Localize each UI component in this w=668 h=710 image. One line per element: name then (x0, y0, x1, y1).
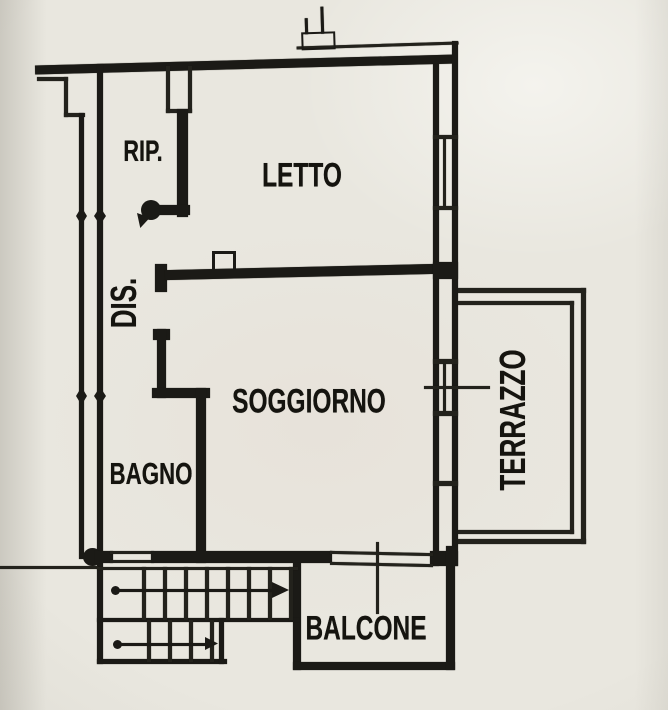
balcony-door-jamb-line (376, 542, 379, 614)
stair-tread (289, 567, 293, 620)
wall-junction-block (433, 262, 458, 279)
room-label-soggiorno: SOGGIORNO (232, 382, 386, 421)
balcony-wall-right (446, 546, 455, 670)
room-label-dis: DIS. (103, 277, 144, 329)
terrace-outer-top (458, 288, 586, 293)
terrace-inner-bottom (458, 530, 574, 534)
wall-left-top-ledge (37, 77, 68, 81)
mid-wall (164, 263, 437, 281)
room-label-balcone: BALCONE (305, 609, 427, 648)
stairs-bottom-edge (97, 659, 227, 664)
roof-line-group (295, 0, 459, 57)
window-glass-line (443, 139, 446, 206)
stair-direction-arrow (117, 643, 209, 646)
chimney-tick-left (304, 18, 309, 35)
room-label-rip: RIP. (123, 135, 163, 168)
bagno-wall-top (152, 388, 210, 398)
wall-right-inner (433, 64, 439, 566)
door-jamb-mark (94, 387, 106, 405)
wall-left-step-vertical (64, 77, 68, 117)
stair-tread (247, 567, 251, 620)
window-divider (433, 206, 458, 210)
terrace-door-threshold (424, 386, 490, 389)
balcony-door-wall-inner (329, 561, 434, 568)
stair-tread (147, 620, 151, 662)
stair-arrow-head-icon (272, 582, 289, 598)
door-jamb-mark (76, 207, 87, 225)
balcony-door-wall-outer (329, 550, 434, 557)
wall-left-outer (79, 113, 84, 559)
stairs-mid-divider (97, 618, 299, 622)
terrace-inner-right (570, 301, 574, 534)
rip-door-stub (152, 205, 190, 215)
rip-wall-hollow-right (188, 66, 192, 113)
terrace-outer-right (581, 288, 586, 544)
wall-left-step-horizontal (64, 113, 85, 117)
stair-tread (205, 567, 209, 620)
bagno-window-inner (110, 560, 154, 563)
wall-right-outer (452, 41, 458, 566)
stair-tread (189, 620, 193, 662)
wall-left-inner (97, 64, 103, 664)
stairs-top-edge (97, 567, 298, 570)
stair-tread (142, 567, 146, 620)
balcony-wall-bottom (293, 662, 455, 670)
stub-wall-vertical (157, 329, 166, 398)
window-divider (433, 359, 458, 364)
mid-wall-end-cap (155, 264, 167, 292)
door-jamb-mark (94, 207, 106, 225)
window-divider (433, 411, 458, 416)
stairs-right-edge (219, 618, 224, 664)
room-label-letto: LETTO (262, 156, 342, 195)
door-pivot-square (212, 251, 236, 273)
wall-bottom-segment (95, 551, 113, 563)
wall-bottom-main (151, 551, 332, 563)
stair-tread (168, 620, 172, 662)
stair-tread (163, 567, 167, 620)
bagno-wall-right (196, 388, 206, 563)
room-label-bagno: BAGNO (109, 456, 193, 491)
rip-wall-solid (177, 109, 188, 217)
window-divider (433, 481, 458, 486)
section-line-left (0, 566, 98, 569)
chimney-tick-right (320, 6, 325, 34)
bagno-window-outer (110, 551, 154, 554)
rip-wall-hollow-left (166, 66, 170, 113)
room-label-terrazzo: TERRAZZO (492, 349, 533, 491)
stair-tread (184, 567, 188, 620)
balcony-wall-left (293, 563, 301, 670)
door-jamb-mark (76, 387, 87, 405)
stair-tread (226, 567, 230, 620)
terrace-inner-top (458, 301, 574, 305)
window-divider (433, 135, 458, 139)
rip-door-mark (141, 200, 161, 220)
stair-tread (268, 567, 272, 620)
stair-direction-arrow (115, 589, 275, 592)
terrace-outer-bottom (458, 539, 586, 544)
